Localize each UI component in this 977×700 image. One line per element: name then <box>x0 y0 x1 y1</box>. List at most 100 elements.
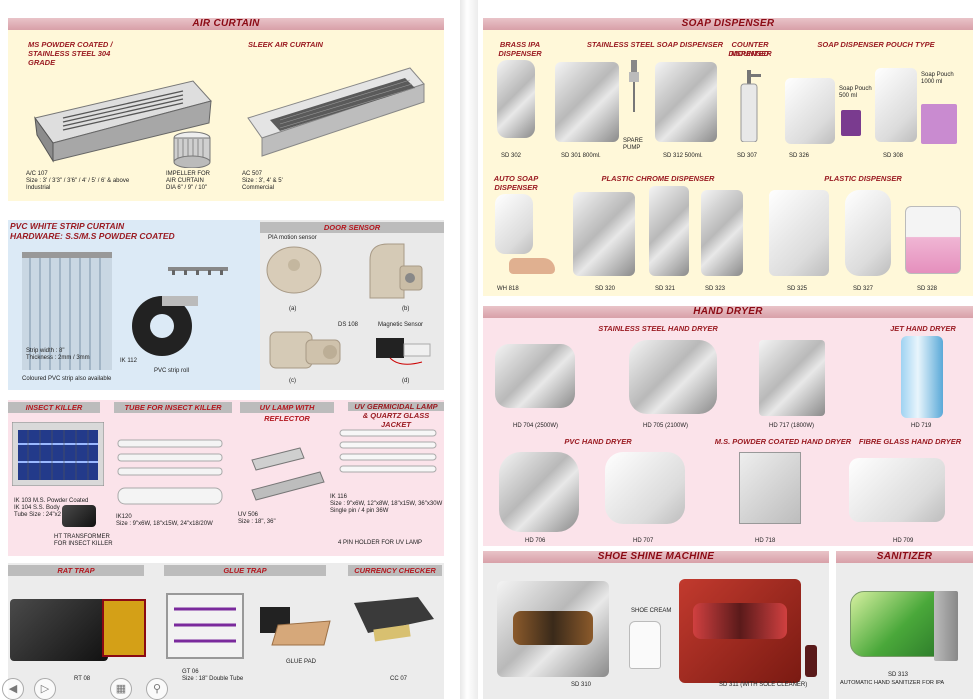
ms-hand-dryer-heading: M.S. POWDER COATED HAND DRYER <box>714 437 852 446</box>
impeller-image <box>172 130 212 169</box>
ik104-caption: IK 104 S.S. Body <box>14 505 60 511</box>
ht-transformer-image <box>62 505 96 527</box>
hand-dryer-title: HAND DRYER <box>483 306 973 318</box>
auto-soap-heading-1: AUTO SOAP <box>493 174 539 183</box>
hanger-rail-image <box>168 262 228 275</box>
sleek-air-curtain-heading: SLEEK AIR CURTAIN <box>248 40 323 49</box>
sd320-dispenser-image <box>573 192 635 276</box>
magnetic-sensor-image <box>370 332 436 372</box>
brass-ipa-dispenser-image <box>497 60 535 138</box>
sanitizer-description: AUTOMATIC HAND SANITIZER FOR IPA <box>840 680 945 686</box>
glue-pad-image <box>258 605 334 647</box>
counter-mounted-heading-1: COUNTER MOUNTED <box>731 40 769 58</box>
sanitizer-panel: SANITIZER SD 313 AUTOMATIC HAND SANITIZE… <box>836 551 973 699</box>
brass-ipa-heading-1: BRASS IPA <box>499 40 541 49</box>
rat-trap-box-image <box>102 599 146 657</box>
impeller-caption-2: AIR CURTAIN <box>166 178 204 184</box>
pvc-strip-roll-image <box>128 288 198 358</box>
hd719-image <box>901 336 943 418</box>
rt08-model: RT 08 <box>74 676 91 682</box>
ac507-model: AC 507 <box>242 171 263 177</box>
door-sensor-title: DOOR SENSOR <box>260 222 444 233</box>
industrial-air-curtain-image <box>33 73 213 163</box>
pouch-500-caption-1: Soap Pouch <box>839 86 872 92</box>
hd705-model: HD 705 (2100W) <box>643 423 689 429</box>
insect-killer-tubes-image <box>114 438 228 510</box>
forward-icon[interactable]: ▷ <box>34 678 56 700</box>
rat-trap-image <box>10 599 108 661</box>
right-page: SOAP DISPENSER BRASS IPA DISPENSER STAIN… <box>478 0 977 699</box>
sd326-dispenser-image <box>785 78 835 144</box>
sensor-b-image <box>364 240 424 302</box>
plastic-dispenser-heading: PLASTIC DISPENSER <box>824 174 902 183</box>
sd310-brushes-image <box>513 611 593 645</box>
ht-transformer-caption-1: HT TRANSFORMER <box>54 534 110 540</box>
uv506-size: Size : 18", 36" <box>238 519 276 525</box>
gt06-size: Size : 18" Double Tube <box>182 676 244 682</box>
trap-panel: RAT TRAP GLUE TRAP CURRENCY CHECKER RT 0… <box>8 563 444 699</box>
glue-pad-caption: GLUE PAD <box>286 659 316 665</box>
currency-checker-title: CURRENCY CHECKER <box>348 565 442 576</box>
grid-view-icon[interactable]: ▦ <box>110 678 132 700</box>
sd321-model: SD 321 <box>655 286 676 292</box>
hd709-image <box>849 458 945 522</box>
counter-mounted-dispenser-image <box>737 70 763 143</box>
hd707-image <box>605 452 685 524</box>
hd709-model: HD 709 <box>893 538 914 544</box>
hd718-image <box>739 452 801 524</box>
spare-pump-caption-1: SPARE <box>623 138 643 144</box>
pouch-1000-caption-1: Soap Pouch <box>921 72 954 78</box>
ss-soap-heading: STAINLESS STEEL SOAP DISPENSER <box>586 40 724 49</box>
ik116-model: IK 116 <box>330 494 347 500</box>
spare-pump-caption-2: PUMP <box>623 145 641 151</box>
gt06-model: GT 06 <box>182 669 199 675</box>
sd301-model: SD 301 800ml. <box>561 153 601 159</box>
hd704-image <box>495 344 575 408</box>
door-sensor-panel: DOOR SENSOR PIA motion sensor (a) (b) DS… <box>260 220 444 390</box>
impeller-caption-1: IMPELLER FOR <box>166 171 211 177</box>
zoom-icon[interactable]: ⚲ <box>146 678 168 700</box>
sd302-model: SD 302 <box>501 153 522 159</box>
ik116-pin: Single pin / 4 pin 36W <box>330 508 389 514</box>
sanitizer-image <box>850 591 944 657</box>
auto-soap-dispenser-image <box>495 194 533 254</box>
pouch-type-heading: SOAP DISPENSER POUCH TYPE <box>817 40 935 49</box>
insect-killer-title: INSECT KILLER <box>8 402 100 413</box>
glue-trap-image <box>166 593 244 659</box>
rat-trap-title: RAT TRAP <box>8 565 144 576</box>
soap-pouch-1000-image <box>921 104 957 144</box>
jet-hand-dryer-heading: JET HAND DRYER <box>890 324 956 333</box>
sd308-dispenser-image <box>875 68 917 142</box>
ik103-caption: IK 103 M.S. Powder Coated <box>14 498 89 504</box>
ds108-model: DS 108 <box>338 322 359 328</box>
back-icon[interactable]: ◀ <box>2 678 24 700</box>
pia-caption: PIA motion sensor <box>268 235 317 241</box>
sd308-model: SD 308 <box>883 153 904 159</box>
shoe-shine-title: SHOE SHINE MACHINE <box>483 551 829 563</box>
tube-title: TUBE FOR INSECT KILLER <box>114 402 232 413</box>
uv-lamp-holder-caption: 4 PIN HOLDER FOR UV LAMP <box>338 540 423 546</box>
ht-transformer-caption-2: FOR INSECT KILLER <box>54 541 113 547</box>
insect-killer-panel: INSECT KILLER TUBE FOR INSECT KILLER UV … <box>8 400 444 556</box>
ac107-model: A/C 107 <box>26 171 48 177</box>
page-spine <box>460 0 478 699</box>
sd328-model: SD 328 <box>917 286 938 292</box>
strip-width-caption: Strip width : 8" <box>26 348 65 354</box>
pvc-strip-curtain-panel: PVC WHITE STRIP CURTAIN HARDWARE: S.S/M.… <box>8 220 260 390</box>
uv506-model: UV 506 <box>238 512 259 518</box>
pvc-title-line2: HARDWARE: S.S/M.S POWDER COATED <box>10 231 175 241</box>
air-curtain-title: AIR CURTAIN <box>8 18 444 30</box>
germicidal-title-2: & QUARTZ GLASS JACKET <box>362 411 430 429</box>
insect-killer-image <box>11 421 105 487</box>
impeller-caption-3: DIA 6" / 9" / 10" <box>166 185 208 191</box>
counter-mounted-heading-2: DISPENSER <box>728 49 772 58</box>
fibre-glass-heading: FIBRE GLASS HAND DRYER <box>858 437 962 446</box>
soap-dispenser-panel: SOAP DISPENSER BRASS IPA DISPENSER STAIN… <box>483 18 973 296</box>
sd328-dispenser-image <box>905 206 961 274</box>
pia-motion-sensor-image <box>266 245 322 295</box>
sd325-dispenser-image <box>769 190 829 276</box>
glue-trap-title: GLUE TRAP <box>164 565 326 576</box>
soap-pouch-500-image <box>841 110 861 136</box>
soap-dispenser-title: SOAP DISPENSER <box>483 18 973 30</box>
thickness-caption: Thickness : 2mm / 3mm <box>26 355 90 361</box>
